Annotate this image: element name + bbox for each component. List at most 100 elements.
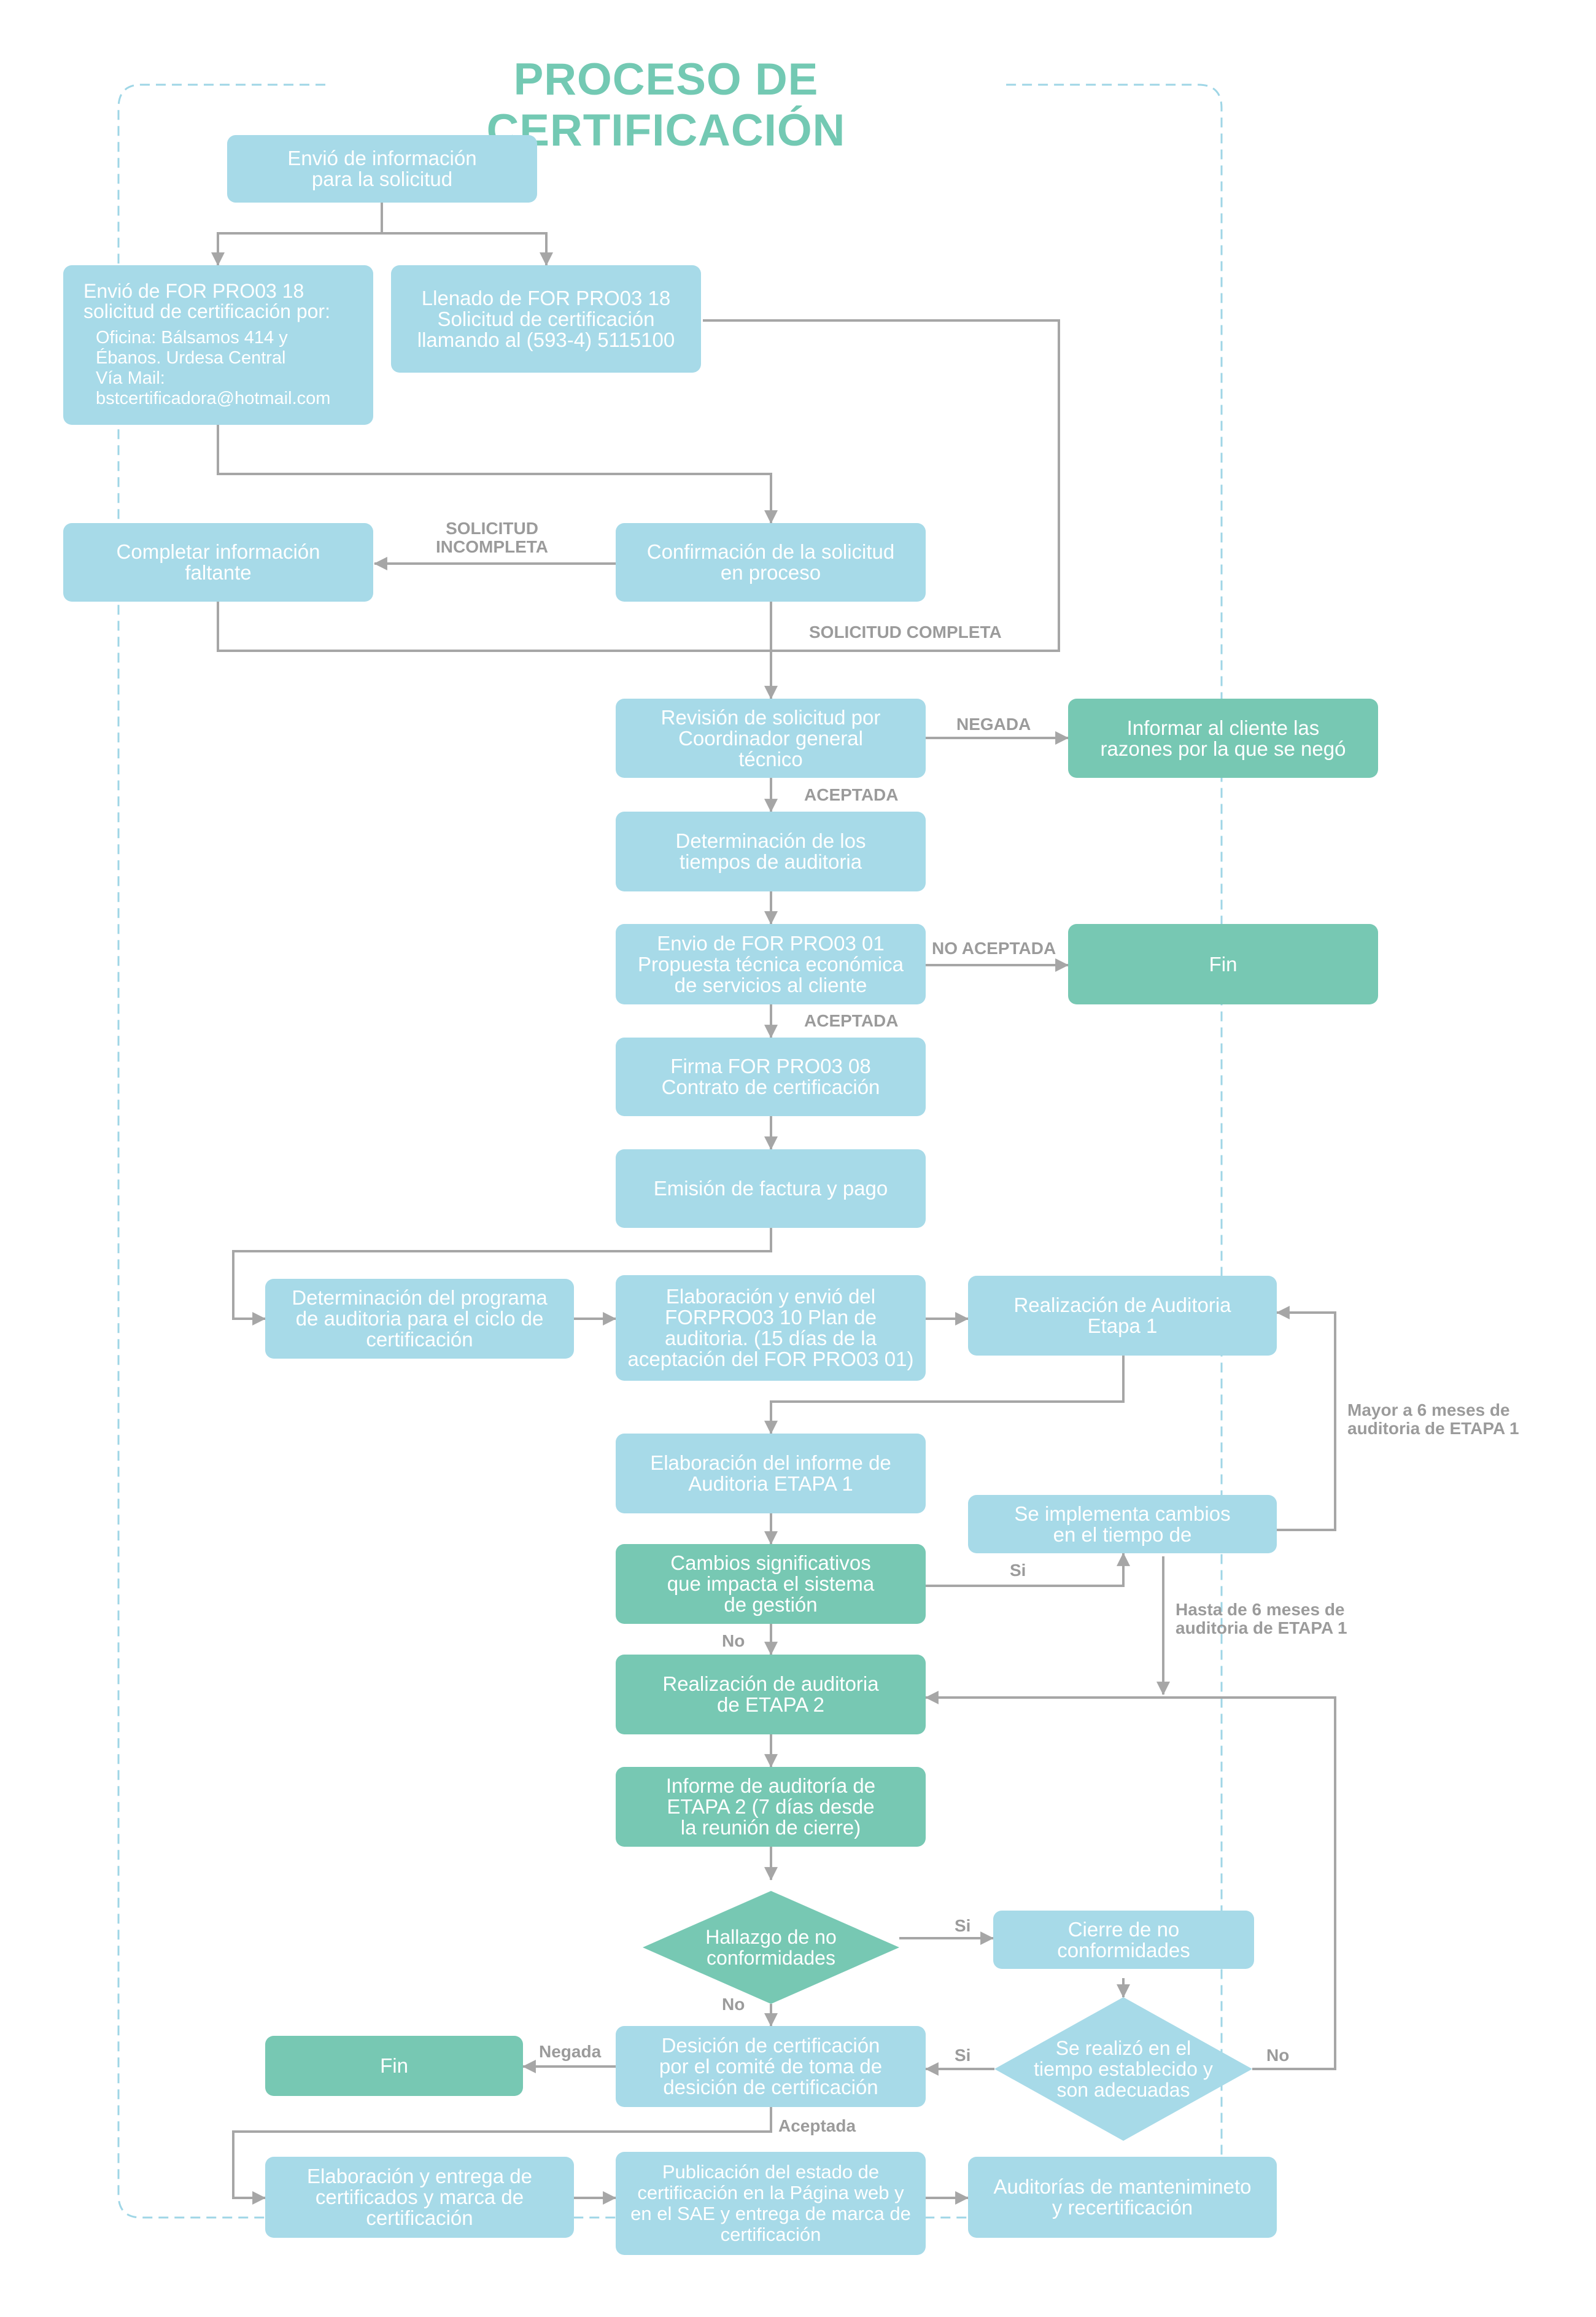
box-revision: Revisión de solicitud por Coordinador ge… (616, 699, 926, 778)
label-no-cambios: No (722, 1631, 745, 1650)
line: Elaboración y entrega de (307, 2165, 532, 2187)
line: Envio de FOR PRO03 01 (657, 931, 885, 955)
line: Envió de FOR PRO03 18 (83, 280, 304, 302)
box-confirmacion: Confirmación de la solicitud en proceso (616, 523, 926, 602)
line: Llenado de FOR PRO03 18 (421, 286, 671, 309)
line: conformidades (1057, 1938, 1190, 1962)
label-aceptada-revision: ACEPTADA (804, 785, 899, 804)
label-line: auditoria de ETAPA 1 (1176, 1618, 1347, 1637)
label-line: SOLICITUD (446, 519, 538, 538)
line: de auditoria para el ciclo de (295, 1307, 544, 1330)
connector (217, 425, 778, 524)
detail-line: bstcertificadora@hotmail.com (96, 389, 331, 408)
connector (232, 2107, 772, 2205)
line: de ETAPA 2 (717, 1693, 824, 1716)
label-aceptada-propuesta: ACEPTADA (804, 1011, 899, 1030)
label-solicitud-completa: SOLICITUD COMPLETA (809, 623, 1002, 642)
line: y recertificación (1052, 2196, 1193, 2219)
line: tiempos de auditoria (679, 850, 862, 873)
detail-line: Vía Mail: (96, 368, 165, 388)
line: aceptación del FOR PRO03 01) (627, 1348, 914, 1370)
line: certificación en la Página web y (637, 2182, 904, 2203)
line: Cambios significativos (670, 1551, 871, 1574)
label-no-hallazgo: No (722, 1995, 745, 2014)
line: para la solicitud (311, 168, 453, 190)
line: de gestión (724, 1593, 818, 1616)
line: auditoria. (15 días de la (665, 1327, 877, 1349)
connector (703, 319, 1060, 652)
line: Emisión de factura y pago (653, 1177, 888, 1200)
label-line: Mayor a 6 meses de (1347, 1400, 1510, 1419)
label-si-tiempo: Si (955, 2046, 971, 2065)
line: Publicación del estado de (662, 2161, 880, 2183)
line: Se realizó en el (1055, 2037, 1191, 2059)
realizo-tiempo-decision-text: Se realizó en el tiempo establecido y so… (1013, 2026, 1234, 2112)
box-determinacion-tiempos: Determinación de los tiempos de auditori… (616, 812, 926, 891)
line: Firma FOR PRO03 08 (670, 1055, 871, 1077)
box-realizacion-etapa1: Realización de Auditoria Etapa 1 (968, 1276, 1277, 1356)
label-negada: NEGADA (956, 715, 1031, 734)
detail-line: Oficina: Bálsamos 414 y (96, 328, 288, 347)
line: en el SAE y entrega de marca de (630, 2203, 911, 2224)
box-implementa-cambios: Se implementa cambios en el tiempo de (968, 1495, 1277, 1553)
label-line: INCOMPLETA (436, 537, 549, 556)
line: por el comité de toma de (659, 2055, 883, 2078)
label-no-aceptada: NO ACEPTADA (932, 939, 1056, 958)
line: conformidades (707, 1947, 835, 1969)
line: que impacta el sistema (667, 1572, 875, 1595)
line: de servicios al cliente (674, 973, 867, 996)
label-si-cambios: Si (1010, 1561, 1026, 1580)
line: Propuesta técnica económica (638, 952, 904, 976)
line: Auditoria ETAPA 1 (688, 1472, 853, 1495)
line: certificación (366, 2206, 473, 2229)
connector (926, 1552, 1130, 1587)
line: Revisión de solicitud por (660, 705, 881, 729)
label-negada-decision: Negada (539, 2042, 602, 2061)
realizo-tiempo-diamond (994, 1997, 1252, 2141)
detail-line: Ébanos. Urdesa Central (96, 348, 286, 368)
connector (1276, 1306, 1336, 1531)
box-fin-decision: Fin (265, 2036, 523, 2096)
line: Etapa 1 (1087, 1314, 1158, 1337)
line: Fin (380, 2054, 408, 2077)
connector (232, 1228, 772, 1325)
connector (382, 232, 553, 266)
box-publicacion: Publicación del estado de certificación … (616, 2152, 926, 2255)
connector (924, 1691, 1336, 2070)
line: son adecuadas (1056, 2079, 1190, 2101)
label-si-hallazgo: Si (955, 1916, 971, 1935)
label-hasta-6-meses: Hasta de 6 meses de auditoria de ETAPA 1 (1176, 1601, 1347, 1637)
hallazgo-diamond (643, 1891, 899, 2004)
box-emision-factura: Emisión de factura y pago (616, 1149, 926, 1228)
box-completar: Completar información faltante (63, 523, 373, 602)
box-fin-propuesta: Fin (1068, 924, 1378, 1004)
box-determinacion-programa: Determinación del programa de auditoria … (265, 1279, 574, 1359)
connectors (211, 203, 1336, 2205)
line: Cierre de no (1067, 1917, 1180, 1941)
box-entrega-certificados: Elaboración y entrega de certificados y … (265, 2157, 574, 2238)
line: Hallazgo de no (705, 1926, 837, 1948)
box-auditorias-mantenimiento: Auditorías de mantenimineto y recertific… (968, 2157, 1277, 2238)
line: Solicitud de certificación (437, 307, 655, 330)
label-mayor-6-meses: Mayor a 6 meses de auditoria de ETAPA 1 (1347, 1401, 1519, 1438)
box-decision-certificacion: Desición de certificación por el comité … (616, 2026, 926, 2107)
line: Completar información (116, 540, 320, 563)
connector (211, 203, 383, 266)
box-cambios-significativos: Cambios significativos que impacta el si… (616, 1544, 926, 1624)
box-cierre-no-conformidades: Cierre de no conformidades (993, 1911, 1254, 1969)
box-elaboracion-plan: Elaboración y envió del FORPRO03 10 Plan… (616, 1275, 926, 1381)
line: faltante (185, 561, 252, 584)
label-line: Hasta de 6 meses de (1176, 1600, 1345, 1619)
line: Se implementa cambios (1014, 1502, 1231, 1525)
contact-details: Oficina: Bálsamos 414 y Ébanos. Urdesa C… (96, 328, 330, 409)
line: Contrato de certificación (661, 1076, 880, 1098)
line: solicitud de certificación por: (83, 300, 330, 322)
line: Elaboración y envió del (665, 1285, 876, 1308)
line: razones por la que se negó (1100, 737, 1346, 760)
box-llenado: Llenado de FOR PRO03 18 Solicitud de cer… (391, 265, 701, 373)
line: ETAPA 2 (7 días desde (667, 1795, 875, 1818)
box-envio-for-pro03-18: Envió de FOR PRO03 18 solicitud de certi… (63, 265, 373, 425)
box-informar-cliente: Informar al cliente las razones por la q… (1068, 699, 1378, 778)
label-aceptada-decision: Aceptada (778, 2116, 856, 2135)
line: Coordinador general (678, 726, 863, 750)
